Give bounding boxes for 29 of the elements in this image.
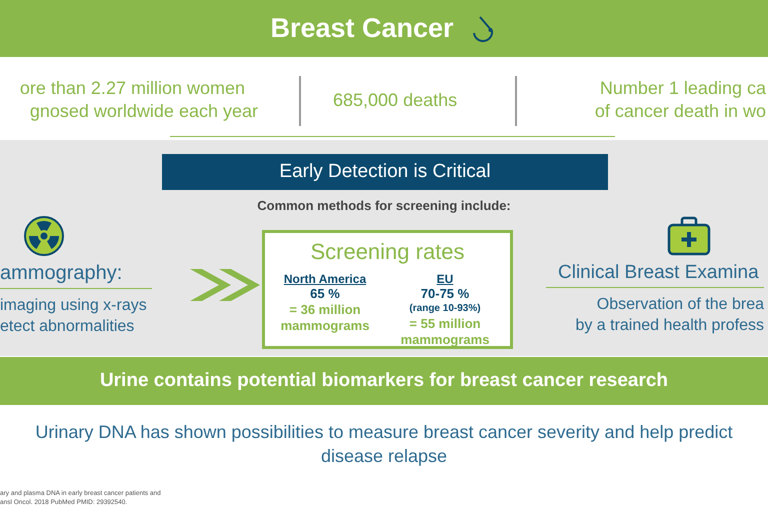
method-heading: Clinical Breast Examina — [546, 262, 764, 288]
region-label: North America — [284, 272, 366, 286]
stat-text: Number 1 leading ca — [600, 78, 766, 99]
body-text: Urinary DNA has shown possibilities to measure breast cancer severity and help predict disease relapse — [34, 421, 734, 468]
range-note: (range 10-93%) — [409, 302, 481, 316]
region-label: EU — [436, 272, 454, 286]
method-description: imaging using x-rays — [0, 296, 147, 316]
stat-text: gnosed worldwide each year — [30, 101, 258, 122]
stat-text: of cancer death in wo — [594, 101, 766, 122]
method-description: Observation of the brea — [596, 295, 764, 315]
percentage: 70-75 % — [420, 286, 470, 302]
banner-text: Urine contains potential biomarkers for breast cancer research — [100, 370, 668, 392]
percentage: 65 % — [310, 286, 340, 302]
title: Breast Cancer — [270, 13, 454, 44]
mammogram-count: = 36 million mammograms — [280, 302, 370, 334]
method-description: etect abnormalities — [0, 317, 134, 337]
screening-rates-card — [262, 230, 513, 349]
method-heading: ammography: — [0, 262, 152, 289]
stat-text: 685,000 deaths — [333, 90, 458, 111]
heading-banner — [162, 154, 608, 190]
highlight-banner — [0, 357, 768, 405]
stat-text: ore than 2.27 million women — [20, 78, 245, 99]
title-banner — [0, 0, 768, 57]
heading: Early Detection is Critical — [279, 161, 491, 183]
subheading: Common methods for screening include: — [256, 198, 512, 213]
chevron-arrow — [190, 269, 260, 301]
mammogram-count: = 55 million mammograms — [400, 316, 490, 348]
method-description: by a trained health profess — [575, 316, 764, 336]
card-title: Screening rates — [309, 239, 466, 265]
